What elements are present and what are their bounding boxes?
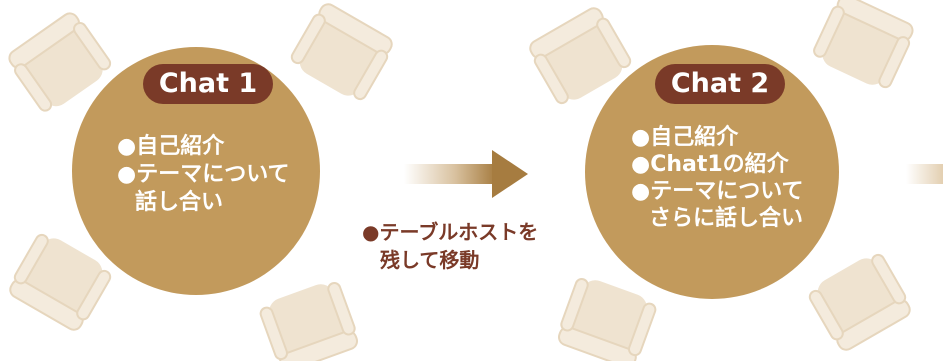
arrow-right-icon <box>404 150 528 198</box>
chat-2-title: Chat 2 <box>655 64 785 104</box>
agenda-item: ●自己紹介 <box>117 134 225 159</box>
agenda-item: ●テーマについて <box>631 179 804 204</box>
transition-line: ●テーブルホストを <box>362 220 539 244</box>
chair-icon <box>804 248 916 355</box>
chat-2-agenda: ●自己紹介 ●Chat1の紹介 ●テーマについて さらに話し合い <box>631 124 804 232</box>
chair-icon <box>256 276 363 361</box>
chair-icon <box>809 0 918 94</box>
agenda-item: ●テーマについて <box>117 162 290 187</box>
chair-icon <box>286 0 398 106</box>
transition-note: ●テーブルホストを 残して移動 <box>362 218 538 274</box>
agenda-item: ●Chat1の紹介 <box>631 152 789 177</box>
arrow-right-icon <box>906 164 943 184</box>
chair-icon <box>553 272 660 361</box>
agenda-item: ●自己紹介 <box>631 125 739 150</box>
agenda-item: さらに話し合い <box>649 206 804 231</box>
agenda-item: 話し合い <box>135 190 224 215</box>
chat-1-agenda: ●自己紹介 ●テーマについて 話し合い <box>117 133 290 217</box>
chat-1-title: Chat 1 <box>143 64 273 104</box>
transition-line: 残して移動 <box>380 248 480 272</box>
